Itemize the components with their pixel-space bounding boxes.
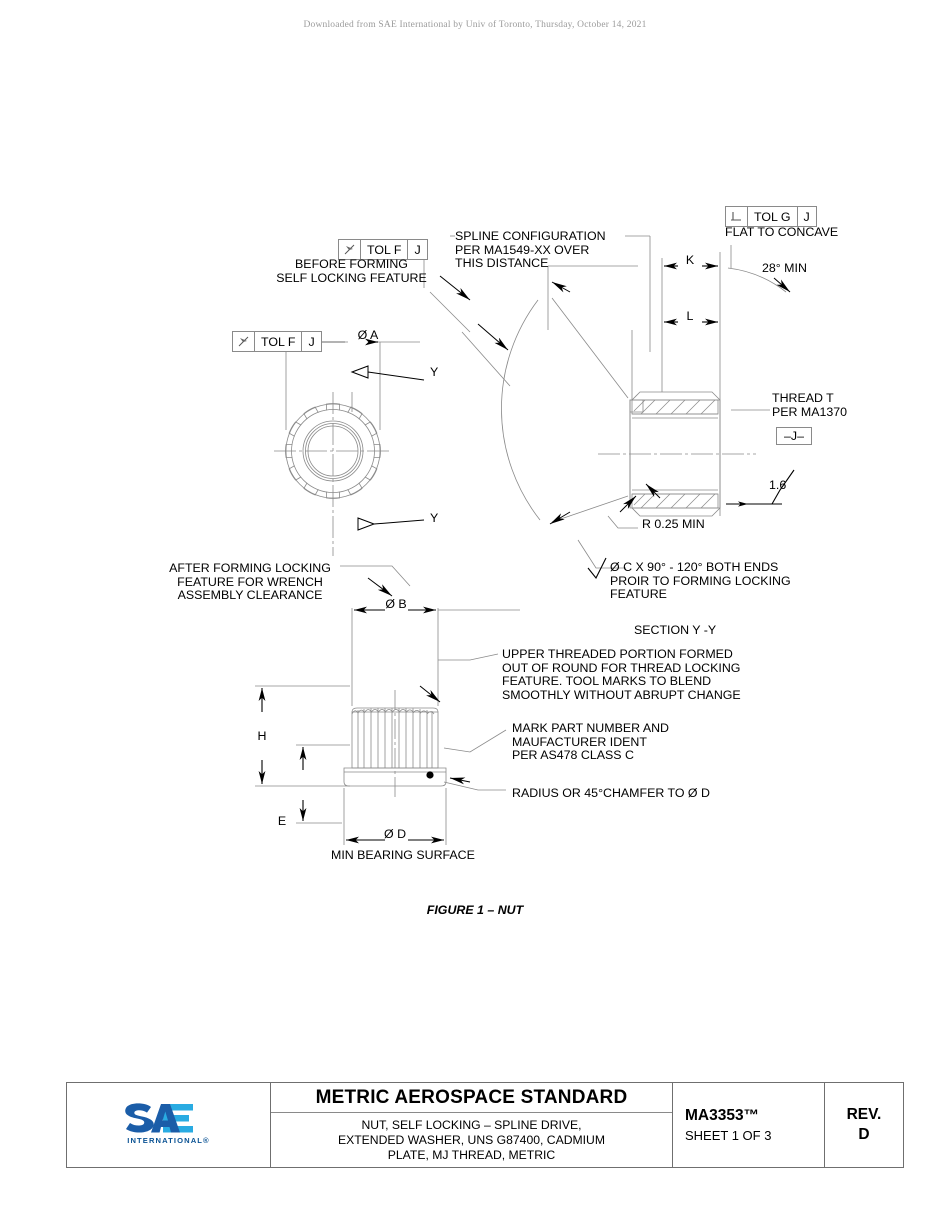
note-before-forming: BEFORE FORMING SELF LOCKING FEATURE (276, 257, 427, 285)
dim-dia-a: Ø A (357, 328, 379, 342)
sae-logo-mark (124, 1103, 193, 1133)
dim-dia-d: Ø D (383, 827, 407, 841)
dim-surface-finish: 1.6 (769, 478, 787, 492)
perpendicularity-icon (726, 207, 748, 226)
note-upper-threaded: UPPER THREADED PORTION FORMED OUT OF ROU… (502, 647, 741, 702)
rev-value: D (858, 1126, 870, 1143)
note-mark-part-number: MARK PART NUMBER AND MAUFACTURER IDENT P… (512, 721, 669, 763)
title-block-rev-cell: REV. D (825, 1083, 903, 1167)
dim-dia-b: Ø B (385, 597, 407, 611)
title-block: INTERNATIONAL® METRIC AEROSPACE STANDARD… (66, 1082, 904, 1168)
standard-type: METRIC AEROSPACE STANDARD (315, 1086, 628, 1108)
note-chamfer-both-ends: Ø C X 90° - 120° BOTH ENDS PROIR TO FORM… (610, 560, 791, 602)
rev-label: REV. (846, 1106, 882, 1123)
note-radius-min: R 0.25 MIN (642, 517, 705, 531)
fcf-tolerance: TOL F (361, 240, 409, 259)
sae-logo: INTERNATIONAL® (121, 1103, 217, 1147)
fcf-datum: J (414, 242, 421, 257)
fcf-datum: J (803, 209, 810, 224)
title-block-logo-cell: INTERNATIONAL® (67, 1083, 271, 1167)
perpendicularity-glyph (731, 212, 741, 221)
fcf-runout-left: TOL F J (232, 331, 322, 352)
doc-number: MA3353™ (685, 1107, 760, 1124)
note-after-forming: AFTER FORMING LOCKING FEATURE FOR WRENCH… (169, 561, 331, 603)
note-radius-chamfer: RADIUS OR 45°CHAMFER TO Ø D (512, 786, 710, 800)
dim-angle-min: 28° MIN (762, 261, 807, 275)
dim-l: L (686, 309, 694, 323)
sheet-number: SHEET 1 OF 3 (685, 1128, 772, 1143)
fcf-tolerance: TOL G (748, 207, 798, 226)
sae-logo-sub: INTERNATIONAL® (127, 1136, 210, 1145)
section-arrow-label-bottom: Y (430, 511, 439, 525)
runout-icon (339, 240, 361, 259)
title-block-description-cell: METRIC AEROSPACE STANDARD NUT, SELF LOCK… (271, 1083, 673, 1167)
title-block-number-cell: MA3353™ SHEET 1 OF 3 (673, 1083, 825, 1167)
download-watermark: Downloaded from SAE International by Uni… (303, 20, 647, 30)
description-row: NUT, SELF LOCKING – SPLINE DRIVE, EXTEND… (271, 1113, 672, 1167)
figure-caption: FIGURE 1 – NUT (426, 903, 524, 917)
standard-type-row: METRIC AEROSPACE STANDARD (271, 1083, 672, 1113)
section-label: SECTION Y -Y (634, 623, 717, 637)
fcf-datum: J (308, 334, 315, 349)
runout-glyph (238, 336, 249, 347)
note-spline-configuration: SPLINE CONFIGURATION PER MA1549-XX OVER … (455, 229, 606, 271)
section-arrow-label-top: Y (430, 365, 439, 379)
description: NUT, SELF LOCKING – SPLINE DRIVE, EXTEND… (337, 1117, 606, 1162)
note-min-bearing-surface: MIN BEARING SURFACE (331, 848, 475, 862)
fcf-runout-top: TOL F J (338, 239, 428, 260)
note-thread: THREAD T PER MA1370 (772, 391, 848, 419)
dim-e: E (277, 814, 287, 828)
note-flat-to-concave: FLAT TO CONCAVE (725, 225, 839, 239)
runout-glyph (344, 244, 355, 255)
fcf-tolerance: TOL F (255, 332, 303, 351)
dim-k: K (685, 253, 695, 267)
fcf-perpendicularity: TOL G J (725, 206, 817, 227)
dim-h: H (257, 729, 267, 743)
datum-feature-symbol: –J– (776, 427, 812, 445)
runout-icon (233, 332, 255, 351)
